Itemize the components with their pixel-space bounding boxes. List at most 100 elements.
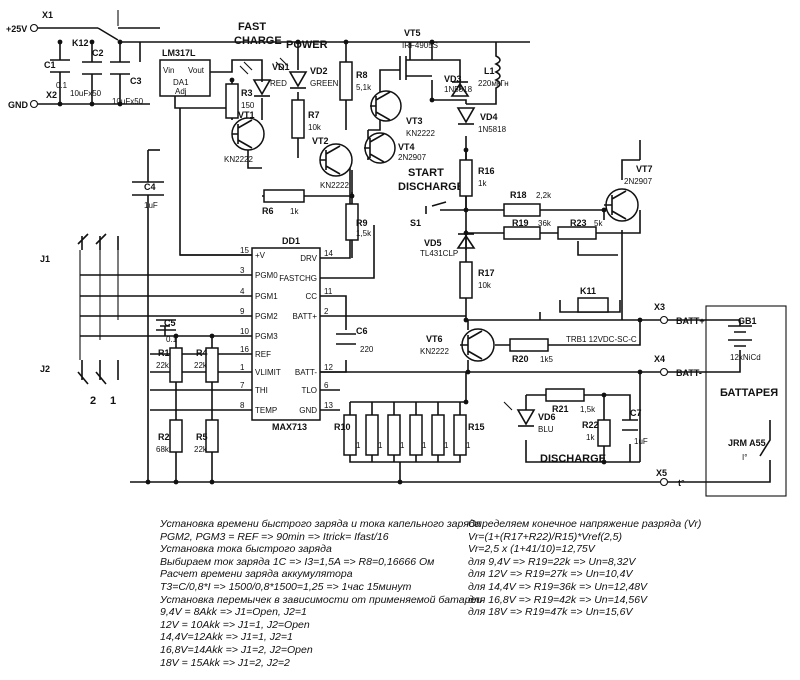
svg-text:Adj: Adj (175, 87, 187, 96)
jumper-j1: J1 (40, 233, 119, 360)
switch-s1: S1 (410, 201, 447, 228)
svg-text:Vin: Vin (163, 66, 174, 75)
svg-text:10k: 10k (308, 123, 322, 132)
note-line: Установка времени быстрого заряда и тока… (160, 518, 481, 530)
svg-text:1: 1 (400, 441, 405, 450)
svg-text:68k: 68k (156, 445, 170, 454)
dd1-pin-name: VLIMIT (255, 368, 281, 377)
note-line: Установка тока быстрого заряда (160, 543, 332, 556)
capacitor-c7: C7 1uF (622, 408, 648, 446)
svg-text:X1: X1 (42, 10, 53, 20)
mosfet-vt5: VT5 IRF4905S (399, 28, 438, 80)
svg-text:VT3: VT3 (406, 116, 423, 126)
svg-text:1k: 1k (586, 433, 595, 442)
svg-text:X3: X3 (654, 302, 665, 312)
note-line: для 14,4V => R19=36k => Un=12,48V (468, 580, 648, 593)
connector-x5: X5 t° (656, 468, 685, 488)
svg-text:БАТТАРЕЯ: БАТТАРЕЯ (720, 387, 778, 399)
note-line: Установка перемычек в зависимости от при… (160, 593, 483, 606)
note-line: для 9,4V => R19=22k => Un=8,32V (468, 555, 636, 568)
note-line: Определяем конечное напряжение разряда (… (468, 518, 702, 530)
svg-text:10uFx50: 10uFx50 (70, 89, 102, 98)
note-line: PGM2, PGM3 = REF => 90min => Itrick= Ifa… (160, 530, 389, 543)
dd1-pin-name: TLO (301, 386, 317, 395)
note-line: Vr=2,5 x (1+41/10)=12,75V (468, 543, 595, 556)
resistor-r5: R5 22k (194, 419, 219, 454)
capacitor-c6: C6 220 (336, 326, 374, 354)
resistor-r21: R21 1,5k (545, 388, 596, 414)
note-line: 12V = 10Akk => J1=1, J2=Open (160, 618, 310, 631)
svg-text:GREEN: GREEN (310, 79, 339, 88)
svg-text:t°: t° (678, 478, 685, 488)
svg-text:RED: RED (270, 79, 287, 88)
svg-text:220: 220 (360, 345, 374, 354)
capacitor-c2: C2 10uFx50 (70, 48, 104, 98)
svg-text:GND: GND (8, 100, 29, 110)
svg-text:BATT+: BATT+ (676, 316, 705, 326)
svg-text:Vout: Vout (188, 66, 205, 75)
svg-text:C4: C4 (144, 182, 156, 192)
svg-text:5k: 5k (594, 219, 603, 228)
svg-text:L1: L1 (484, 66, 495, 76)
resistor-r19: R19 36k (503, 218, 552, 240)
dd1-pin-number: 13 (324, 401, 333, 410)
note-line: 14,4V=12Akk => J1=1, J2=1 (160, 631, 293, 644)
dd1-pin-name: BATT- (295, 368, 317, 377)
svg-text:VT1: VT1 (238, 110, 255, 120)
svg-text:DISCHARGE: DISCHARGE (398, 181, 464, 193)
transistor-vt1: VT1 KN2222 (224, 110, 265, 164)
svg-text:KN2222: KN2222 (420, 347, 449, 356)
dd1-pin-number: 8 (240, 401, 245, 410)
svg-text:R17: R17 (478, 268, 495, 278)
svg-text:K11: K11 (580, 286, 596, 296)
svg-text:0.1: 0.1 (56, 81, 68, 90)
svg-text:R18: R18 (510, 190, 527, 200)
svg-text:R5: R5 (196, 432, 208, 442)
svg-text:R23: R23 (570, 218, 587, 228)
led-vd6: VD6 BLU (503, 401, 556, 434)
svg-text:START: START (408, 167, 444, 179)
svg-text:I°: I° (742, 453, 747, 462)
transistor-vt3: VT3 KN2222 (370, 90, 435, 138)
svg-text:10uFx50: 10uFx50 (112, 97, 144, 106)
dd1-pin-name: PGM0 (255, 271, 278, 280)
svg-text:150: 150 (241, 101, 255, 110)
resistor-r20: R20 1k5 (509, 338, 553, 364)
resistor-r18: R18 2,2k (503, 190, 552, 217)
diode-vd3: VD3 1N5818 (444, 74, 473, 97)
led-vd2: POWER VD2 GREEN (275, 39, 339, 89)
svg-text:1: 1 (110, 395, 116, 407)
svg-text:1,5k: 1,5k (580, 405, 596, 414)
svg-text:R22: R22 (582, 420, 599, 430)
resistor-r9: R9 1,5k (345, 203, 372, 241)
svg-text:TL431CLP: TL431CLP (420, 249, 458, 258)
regulator-da1: LM317L Vin Vout DA1 Adj (159, 48, 211, 97)
svg-text:CHARGE: CHARGE (234, 35, 282, 47)
svg-text:12xNiCd: 12xNiCd (730, 353, 761, 362)
dd1-pin-number: 14 (324, 249, 333, 258)
dd1-pin-name: BATT+ (292, 312, 317, 321)
svg-text:1uF: 1uF (144, 201, 158, 210)
svg-text:2,2k: 2,2k (536, 191, 552, 200)
note-line: Расчет времени заряда аккумулятора (160, 568, 353, 581)
dd1-pin-number: 2 (324, 307, 329, 316)
capacitor-c4: C4 1uF (132, 181, 164, 210)
svg-text:VT2: VT2 (312, 136, 329, 146)
dd1-pin-name: TEMP (255, 406, 277, 415)
dd1-pin-number: 16 (240, 345, 249, 354)
svg-text:X2: X2 (46, 90, 57, 100)
svg-text:VT4: VT4 (398, 142, 415, 152)
switch-k12: K12 (72, 10, 119, 48)
svg-text:X4: X4 (654, 354, 665, 364)
dd1-pin-number: 10 (240, 327, 249, 336)
note-line: T3=C/0,8*I => 1500/0,8*1500=1,25 => 1час… (160, 580, 412, 593)
resistor-r4: R4 22k (194, 347, 219, 383)
svg-text:MAX713: MAX713 (272, 422, 307, 432)
svg-text:KN2222: KN2222 (320, 181, 349, 190)
note-line: для 12V => R19=27k => Un=10,4V (468, 568, 633, 581)
svg-text:J1: J1 (40, 254, 50, 264)
potentiometer-r23: R23 5k (557, 218, 603, 245)
svg-text:C1: C1 (44, 60, 56, 70)
dd1-pin-number: 1 (240, 363, 245, 372)
